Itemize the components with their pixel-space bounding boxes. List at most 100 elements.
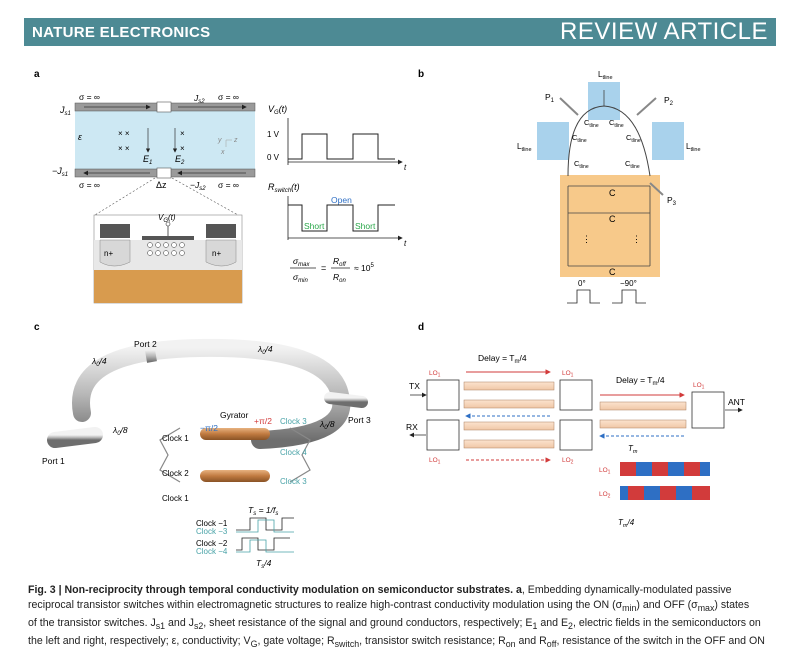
gyrator-label: Gyrator [220,410,249,420]
clock3-a: Clock 3 [280,417,307,426]
equals: = [321,263,326,273]
clock1-b: Clock 1 [162,494,189,503]
clock3-b: Clock 3 [280,477,307,486]
axis-z: z [233,137,238,144]
e1-label: E1 [143,154,152,166]
sigma-top-right: σ = ∞ [218,92,239,102]
delay-label-2: Delay = Tm/4 [616,375,665,387]
lambda-8-right: λ0/8 [319,419,335,431]
sigma-bottom-right: σ = ∞ [218,180,239,190]
clock1-a: Clock 1 [162,434,189,443]
caption-line-3: of the transistor switches. Js1 and Js2,… [28,617,761,632]
neg-js2-label: −Js2 [190,180,206,192]
panel-label-a: a [34,69,40,80]
cap-c1: C [609,188,616,198]
rswitch-plot-label: Rswitch(t) [268,182,300,194]
panel-a-transistor: VG(t) n+ n+ [93,213,243,304]
ltline-right: Ltline [686,142,701,153]
panel-c-ring: Port 1 Port 2 Port 3 λ0/4 λ0/4 λ0/8 λ0/8… [42,338,371,503]
caption-line-1: Fig. 3 | Non-reciprocity through tempora… [28,584,732,596]
tx-label: TX [409,381,420,391]
vdots-right: ⋮ [632,234,641,244]
minus-pi-half: −π/2 [200,423,218,433]
panel-d-circuit: Delay = Tm/4 Delay = Tm/4 TX RX ANT LO1 … [406,353,745,466]
n-plus-right: n+ [212,249,221,258]
js2-label: Js2 [193,93,205,105]
rx-label: RX [406,422,418,432]
lo1-top-right: LO1 [562,370,574,379]
panel-d-timing: Tm LO1 LO2 Tm/4 [599,444,710,529]
cap-c2: C [609,214,616,224]
port3-label: Port 3 [348,415,371,425]
lo1-trace-label: LO1 [599,467,611,476]
panel-c-timing: Ts = 1/fs Clock −1 Clock −3 Clock −2 Clo… [196,505,294,570]
short-label-2: Short [355,221,376,231]
caption-line-4: the left and right, respectively; ε, con… [28,635,765,650]
x-marks-left: × × [118,129,130,138]
js1-label: Js1 [59,105,71,117]
lo1-top-left: LO1 [429,370,441,379]
panel-label-c: c [34,322,40,333]
r-off: Roff [333,256,347,268]
clock-m2: Clock −2 [196,539,228,548]
axis-y: y [217,137,222,144]
open-label: Open [331,195,352,205]
axis-x: x [220,149,225,156]
panel-a-ratio: σmax σmin = Roff Ron ≈ 105 [290,256,374,284]
ts-label: Ts = 1/fs [248,505,278,517]
port-p2: P2 [664,95,674,107]
dz-label: Δz [156,180,167,190]
port2-label: Port 2 [134,339,157,349]
vdots-left: ⋮ [582,234,591,244]
clock-m3: Clock −3 [196,527,228,536]
ctline-6: Ctline [625,159,640,170]
lo2-trace-label: LO2 [599,491,611,500]
zero-volt-tick: 0 V [267,153,280,162]
lo1-bottom-left: LO1 [429,457,441,466]
delay-label-1: Delay = Tm/4 [478,353,527,365]
plus-pi-half: +π/2 [254,416,272,426]
ctline-5: Ctline [574,159,589,170]
short-label-1: Short [304,221,325,231]
ctline-4: Ctline [626,133,641,144]
port1-label: Port 1 [42,456,65,466]
panel-a-structure: σ = ∞ σ = ∞ σ = ∞ σ = ∞ Js1 Js2 −Js1 −Js… [52,92,256,216]
caption-line-2: reciprocal transistor switches within el… [28,599,750,614]
lambda-4-right: λ0/4 [257,344,273,356]
lambda-8-left: λ0/8 [112,425,128,437]
panel-label-d: d [418,322,424,333]
article-type: REVIEW ARTICLE [560,18,768,45]
panel-a-rswitch-plot: Rswitch(t) Open Short Short t [268,182,407,248]
vg-plot-label: VG(t) [268,104,287,116]
epsilon-label: ε [78,132,83,142]
figure-3: a b c d σ = ∞ σ = ∞ σ = ∞ σ = ∞ Js1 Js2 … [34,69,745,570]
phase-0: 0° [578,279,586,288]
t-axis-1: t [404,163,407,172]
panel-label-b: b [418,69,424,80]
ltline-left: Ltline [517,142,532,153]
sigma-bottom-left: σ = ∞ [79,180,100,190]
lo2-bottom-right: LO2 [562,457,574,466]
port-p1: P1 [545,92,555,104]
lambda-4-left: λ0/4 [91,356,107,368]
ltline-top: Ltline [598,70,613,81]
clock-m1: Clock −1 [196,519,228,528]
t-axis-2: t [404,239,407,248]
ts-quarter: Ts/4 [256,558,272,570]
clock2-label: Clock 2 [162,469,189,478]
n-plus-left: n+ [104,249,113,258]
vg-transistor-label: VG(t) [158,213,176,224]
clock4-label: Clock 4 [280,448,307,457]
ctline-1: Ctline [584,118,599,129]
panel-b-circulator: Ltline Ltline Ltline Ctline Ctline Ctlin… [517,70,701,304]
lo1-ant: LO1 [693,382,705,391]
tm-quarter: Tm/4 [618,518,635,529]
sigma-max: σmax [293,256,310,268]
figure-caption: Fig. 3 | Non-reciprocity through tempora… [28,583,768,652]
panel-a-vg-plot: VG(t) 1 V 0 V t [267,104,407,172]
ratio-value: ≈ 105 [354,263,374,273]
port-p3: P3 [667,195,677,207]
one-volt-tick: 1 V [267,130,280,139]
neg-js1-label: −Js1 [52,166,68,178]
phase-minus90: −90° [620,279,637,288]
